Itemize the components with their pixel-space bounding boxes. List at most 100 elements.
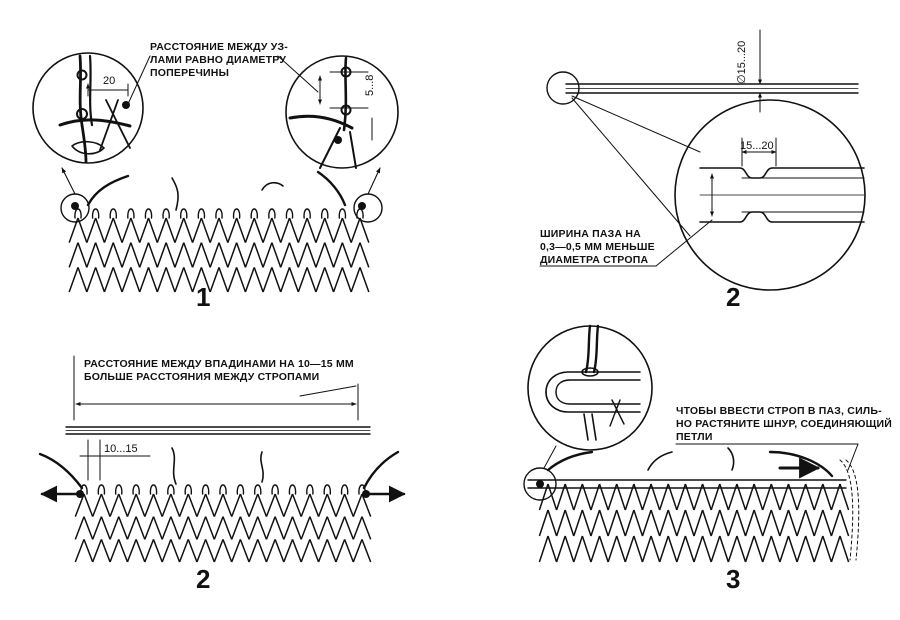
net-loop (144, 208, 153, 219)
knot (358, 202, 366, 210)
net-strand (235, 267, 247, 293)
net-strand (650, 509, 661, 537)
net-strand (100, 493, 111, 517)
dim-label-5-8: 5...8 (364, 75, 376, 96)
net-strand (244, 267, 255, 293)
net-strand (165, 267, 176, 293)
net-strand (200, 267, 211, 293)
net-strand (332, 217, 344, 243)
rope-line (260, 451, 264, 483)
net-strand (804, 535, 815, 563)
net-strand (147, 242, 159, 268)
net-strand (109, 493, 120, 517)
net-strand (77, 217, 88, 243)
net-strand (607, 483, 618, 511)
net-strand (753, 483, 764, 511)
net-strand (271, 217, 282, 243)
net-loop (340, 484, 349, 495)
net-strand (727, 509, 738, 537)
net-strand (271, 242, 282, 268)
net-strand (598, 483, 609, 511)
net-strand (91, 493, 103, 517)
net-strand (547, 509, 558, 537)
net-strand (624, 535, 635, 563)
edge-rope (768, 450, 834, 478)
net-strand (265, 516, 276, 540)
net-strand (324, 242, 335, 268)
note-leader (299, 385, 357, 397)
net-strand (641, 509, 652, 537)
zoom-detail-groove: 15...20 (674, 99, 866, 291)
net-strand (770, 535, 781, 563)
net-strand (196, 539, 207, 563)
net-strand (291, 539, 302, 563)
net-strand (86, 267, 97, 293)
net-strand (839, 509, 850, 537)
net-strand (227, 217, 238, 243)
net-strand (126, 516, 137, 540)
net-strand (744, 483, 755, 511)
net-strand (650, 483, 661, 511)
net-strand (130, 242, 141, 268)
dim-label-20: 20 (103, 75, 115, 87)
net-strand (641, 535, 652, 563)
net-strand (121, 242, 132, 268)
zoom-detail-left: 20 (32, 52, 144, 164)
net-strand (248, 493, 259, 517)
net-strand (265, 539, 276, 563)
net-strand (144, 493, 155, 517)
net-strand (753, 535, 764, 563)
rope-line (647, 451, 673, 471)
net-strand (633, 483, 644, 511)
net-strand (130, 267, 141, 293)
net-strand (590, 483, 601, 511)
net-strand (118, 539, 129, 563)
net-strand (667, 509, 678, 537)
net-strand (658, 483, 669, 511)
net-strand (178, 516, 189, 540)
net-strand (279, 267, 291, 293)
net-strand (248, 539, 259, 563)
net-strand (279, 217, 291, 243)
net-strand (341, 217, 352, 243)
net-strand (144, 539, 155, 563)
knot (362, 490, 370, 498)
net-mesh (74, 484, 372, 563)
net-strand (796, 509, 807, 537)
net-strand (727, 483, 738, 511)
net-loop (323, 484, 331, 495)
net-strand (598, 535, 609, 563)
net-strand (191, 242, 203, 268)
net-strand (291, 516, 302, 540)
stretched-edge (845, 459, 860, 561)
net-strand (230, 539, 242, 563)
leader-line (571, 97, 691, 237)
net-strand (676, 535, 687, 563)
net-mesh (538, 483, 850, 563)
net-strand (138, 217, 150, 243)
net-strand (761, 535, 773, 563)
net-strand (350, 217, 361, 243)
net-strand (121, 217, 132, 243)
net-strand (291, 493, 302, 517)
net-strand (109, 539, 120, 563)
rope-line (171, 447, 177, 485)
net-strand (68, 267, 79, 293)
net-strand (174, 242, 185, 268)
net-strand (135, 516, 146, 540)
net-loop (236, 484, 245, 495)
zoom-detail-right: 5...8 (285, 55, 399, 169)
net-strand (710, 509, 721, 537)
net-strand (701, 483, 712, 511)
net-loop (162, 208, 170, 219)
net-strand (744, 535, 755, 563)
net-strand (170, 493, 181, 517)
net-strand (297, 217, 308, 243)
edge-rope (362, 450, 400, 490)
net-strand (230, 516, 242, 540)
net-strand (165, 217, 176, 243)
net-strand (317, 516, 328, 540)
net-strand (779, 483, 790, 511)
net-strand (83, 516, 94, 540)
net-strand (68, 242, 79, 268)
